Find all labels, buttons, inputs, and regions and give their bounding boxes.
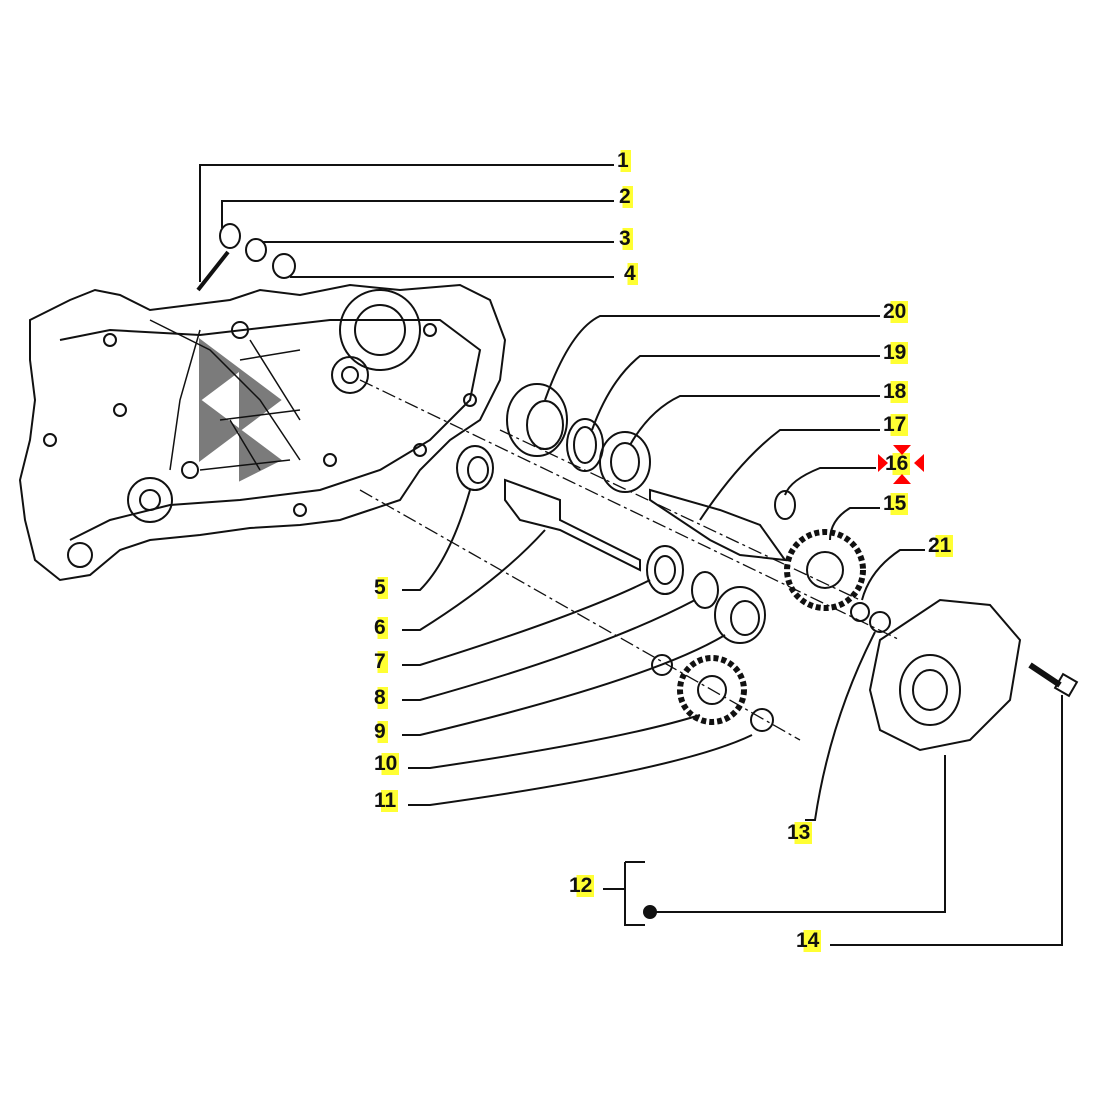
callout-19[interactable]: 19 [881,341,909,364]
callout-16[interactable]: 16 [883,452,911,475]
transmission-cover [868,598,1022,752]
gear-15 [784,529,866,611]
bearing-9 [714,586,766,644]
washer-21 [850,602,870,622]
callout-15[interactable]: 15 [881,492,909,515]
bolt-14 [1028,662,1062,688]
callout-17[interactable]: 17 [881,413,909,436]
shaft-17 [649,488,788,562]
callout-20[interactable]: 20 [881,300,909,323]
callout-3[interactable]: 3 [617,227,633,250]
washer-11 [750,708,774,732]
bearing-13 [869,611,891,633]
gear-10 [677,655,747,725]
part-4-washer [272,253,296,279]
part-2-bushing [219,223,241,249]
callout-13[interactable]: 13 [785,821,813,844]
crankcase-housing [18,283,507,582]
bearing-20 [506,383,568,457]
shaft-6 [504,478,641,572]
callout-11[interactable]: 11 [372,789,399,812]
callout-1[interactable]: 1 [615,149,631,172]
circlip-16 [774,490,796,520]
callout-8[interactable]: 8 [372,686,388,709]
callout-18[interactable]: 18 [881,380,909,403]
callout-21[interactable]: 21 [926,534,954,557]
callout-2[interactable]: 2 [617,185,633,208]
ring-19 [566,418,604,472]
washer-10a [651,654,673,676]
leader-lines [199,164,1063,946]
callout-6[interactable]: 6 [372,616,388,639]
callout-14[interactable]: 14 [794,929,822,952]
callout-7[interactable]: 7 [372,650,388,673]
callout-12[interactable]: 12 [567,874,595,897]
seal-18 [599,431,651,493]
callout-10[interactable]: 10 [372,752,400,775]
seal-7 [646,545,684,595]
pin-1 [196,250,230,292]
callout-9[interactable]: 9 [372,720,388,743]
callout-5[interactable]: 5 [372,576,388,599]
circlip-8 [691,571,719,609]
callout-4[interactable]: 4 [622,262,638,285]
bearing-5 [456,445,494,491]
part-3-nut [245,238,267,262]
